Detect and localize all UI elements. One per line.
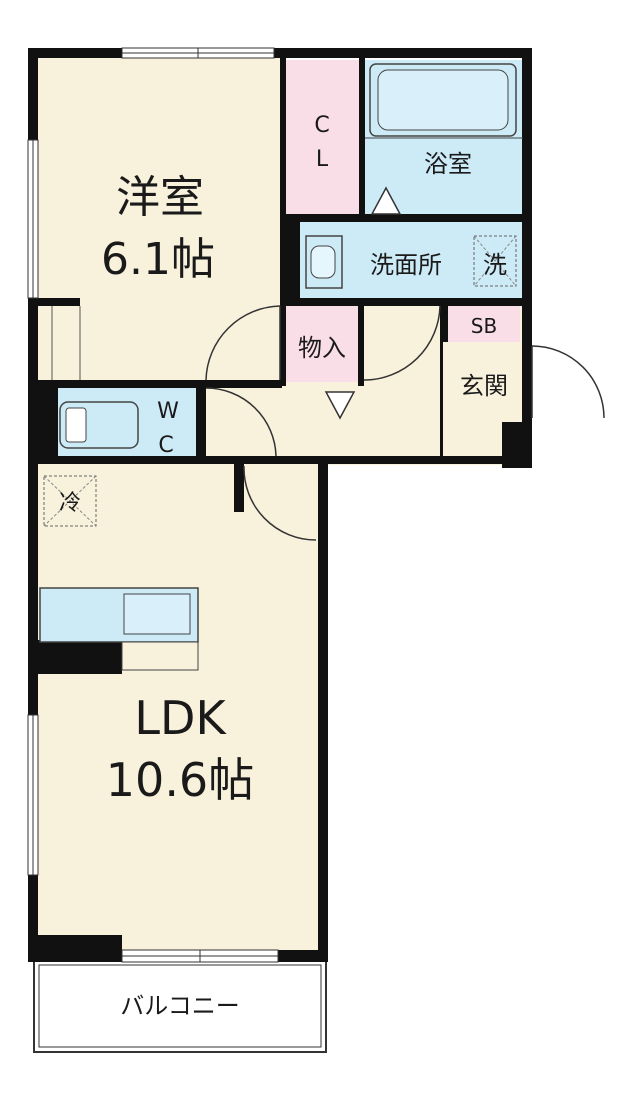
walls bbox=[28, 48, 532, 962]
doors bbox=[205, 186, 605, 541]
western-room-size: 6.1帖 bbox=[101, 234, 215, 285]
closet-label-l: L bbox=[316, 147, 329, 172]
wash-basin-icon bbox=[305, 235, 343, 289]
closet-floor bbox=[284, 60, 359, 216]
bathtub-icon bbox=[369, 63, 517, 137]
fridge-space-label: 冷 bbox=[59, 491, 81, 516]
shoe-box-floor bbox=[448, 306, 520, 342]
windows bbox=[27, 47, 279, 963]
entrance-label: 玄関 bbox=[460, 372, 508, 400]
storage-label: 物入 bbox=[298, 334, 346, 362]
toilet-label-c: C bbox=[158, 433, 173, 458]
closet-label-c: C bbox=[314, 113, 329, 138]
bath-label: 浴室 bbox=[424, 150, 472, 178]
washer-space-icon bbox=[473, 235, 517, 287]
fridge-space-icon bbox=[43, 475, 97, 527]
kitchen-counter bbox=[39, 587, 199, 671]
ldk-name: LDK bbox=[134, 691, 227, 745]
toilet-icon bbox=[59, 401, 139, 449]
balcony-label: バルコニー bbox=[120, 992, 240, 1020]
balcony-area bbox=[33, 959, 327, 1053]
washer-space-label: 洗 bbox=[483, 251, 507, 279]
western-room-name: 洋室 bbox=[116, 172, 204, 223]
ldk-size: 10.6帖 bbox=[106, 753, 254, 807]
shoe-box-label: SB bbox=[471, 314, 497, 338]
storage-floor bbox=[284, 306, 359, 382]
washroom-label: 洗面所 bbox=[370, 251, 442, 279]
toilet-label-w: W bbox=[157, 399, 179, 424]
ldk-floor bbox=[34, 460, 326, 962]
